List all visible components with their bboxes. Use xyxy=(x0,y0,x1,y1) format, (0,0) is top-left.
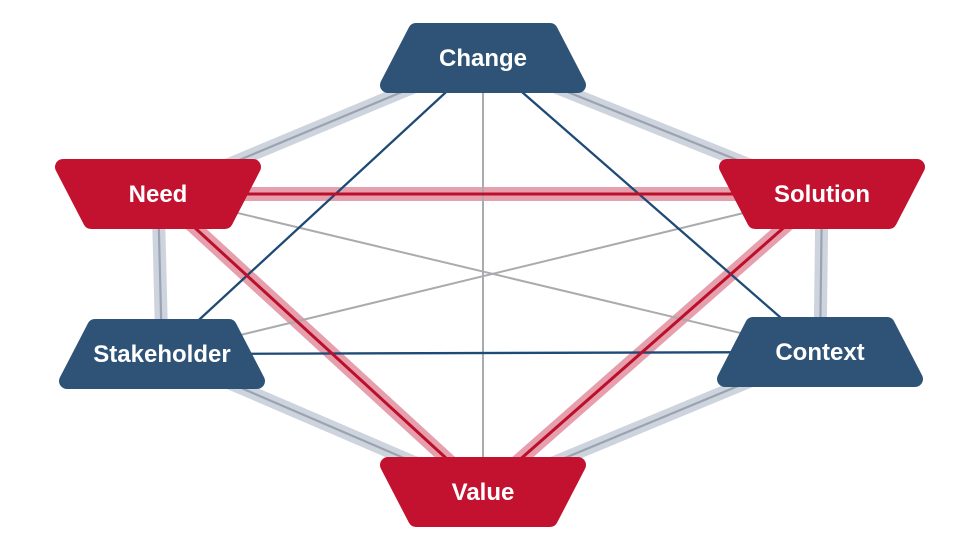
diagonal-edges xyxy=(157,58,823,492)
node-solution-label: Solution xyxy=(774,181,870,208)
node-value-label: Value xyxy=(452,479,515,506)
node-change-shape xyxy=(380,23,586,93)
edge-need-context-line xyxy=(157,193,821,353)
node-context-shape xyxy=(717,317,923,387)
highlight-edges xyxy=(153,187,827,498)
node-need-label: Need xyxy=(129,181,188,208)
node-change: Change xyxy=(380,23,586,93)
edge-solution-value-core xyxy=(482,192,823,494)
edge-change-context-line xyxy=(482,57,821,353)
node-context-label: Context xyxy=(775,339,864,366)
node-value-shape xyxy=(380,457,586,527)
highlight-cores xyxy=(156,192,823,494)
blue-triangle-edges xyxy=(161,57,821,356)
node-need-shape xyxy=(55,159,261,229)
edge-stakeholder-context-line xyxy=(161,350,821,356)
edge-need-value-core xyxy=(156,192,485,494)
node-value: Value xyxy=(380,457,586,527)
nodes: Change Need Solution Stakeholder Context xyxy=(55,23,925,527)
node-context: Context xyxy=(717,317,923,387)
node-solution-shape xyxy=(719,159,925,229)
node-solution: Solution xyxy=(719,159,925,229)
edge-solution-stakeholder-line xyxy=(161,193,823,355)
node-change-label: Change xyxy=(439,45,527,72)
node-stakeholder: Stakeholder xyxy=(59,319,265,389)
node-stakeholder-shape xyxy=(59,319,265,389)
node-need: Need xyxy=(55,159,261,229)
node-stakeholder-label: Stakeholder xyxy=(93,341,230,368)
edge-change-stakeholder-line xyxy=(161,57,484,355)
